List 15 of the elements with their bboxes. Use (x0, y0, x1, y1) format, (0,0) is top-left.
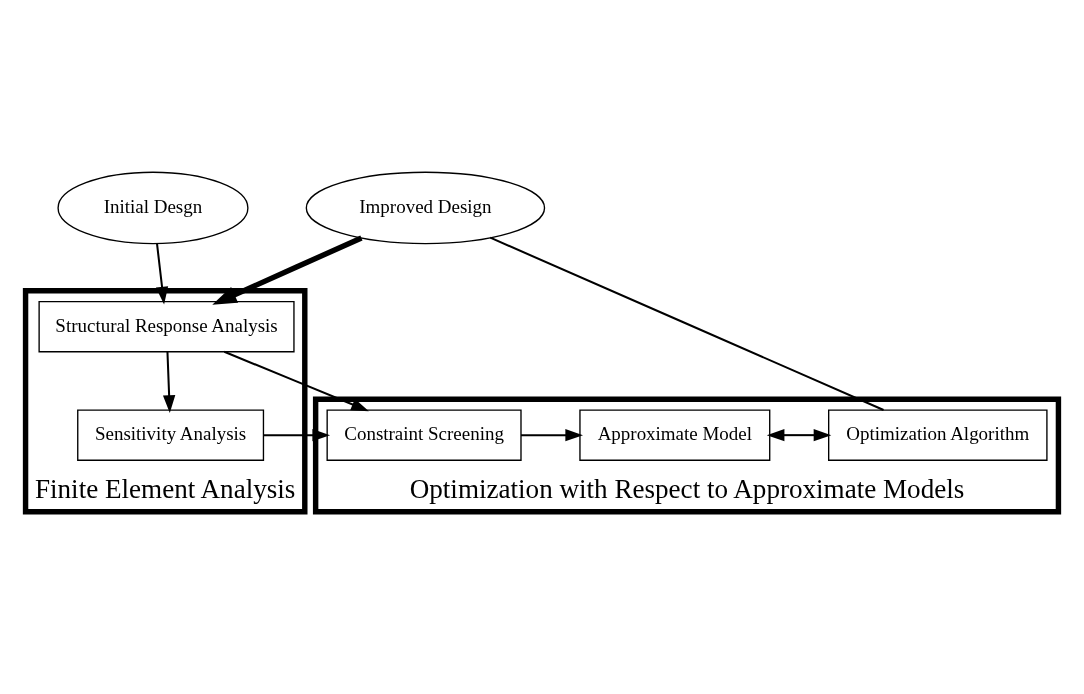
arrow (162, 351, 176, 413)
node-box: Sensitivity Analysis (77, 408, 265, 461)
node-box: Optimization Algorithm (828, 408, 1048, 461)
node-ellipse: Initial Desgn (57, 171, 249, 244)
arrow (263, 428, 331, 441)
arrow (521, 428, 583, 441)
arrow (766, 428, 832, 441)
node-box: Constraint Screening (326, 408, 522, 461)
arrow (212, 234, 363, 305)
arrow (155, 242, 169, 304)
arrow (223, 350, 369, 411)
node-box: Approximate Model (579, 408, 771, 461)
connector (489, 236, 884, 411)
node-box: Structural Response Analysis (38, 300, 295, 352)
node-ellipse: Improved Design (305, 171, 546, 244)
